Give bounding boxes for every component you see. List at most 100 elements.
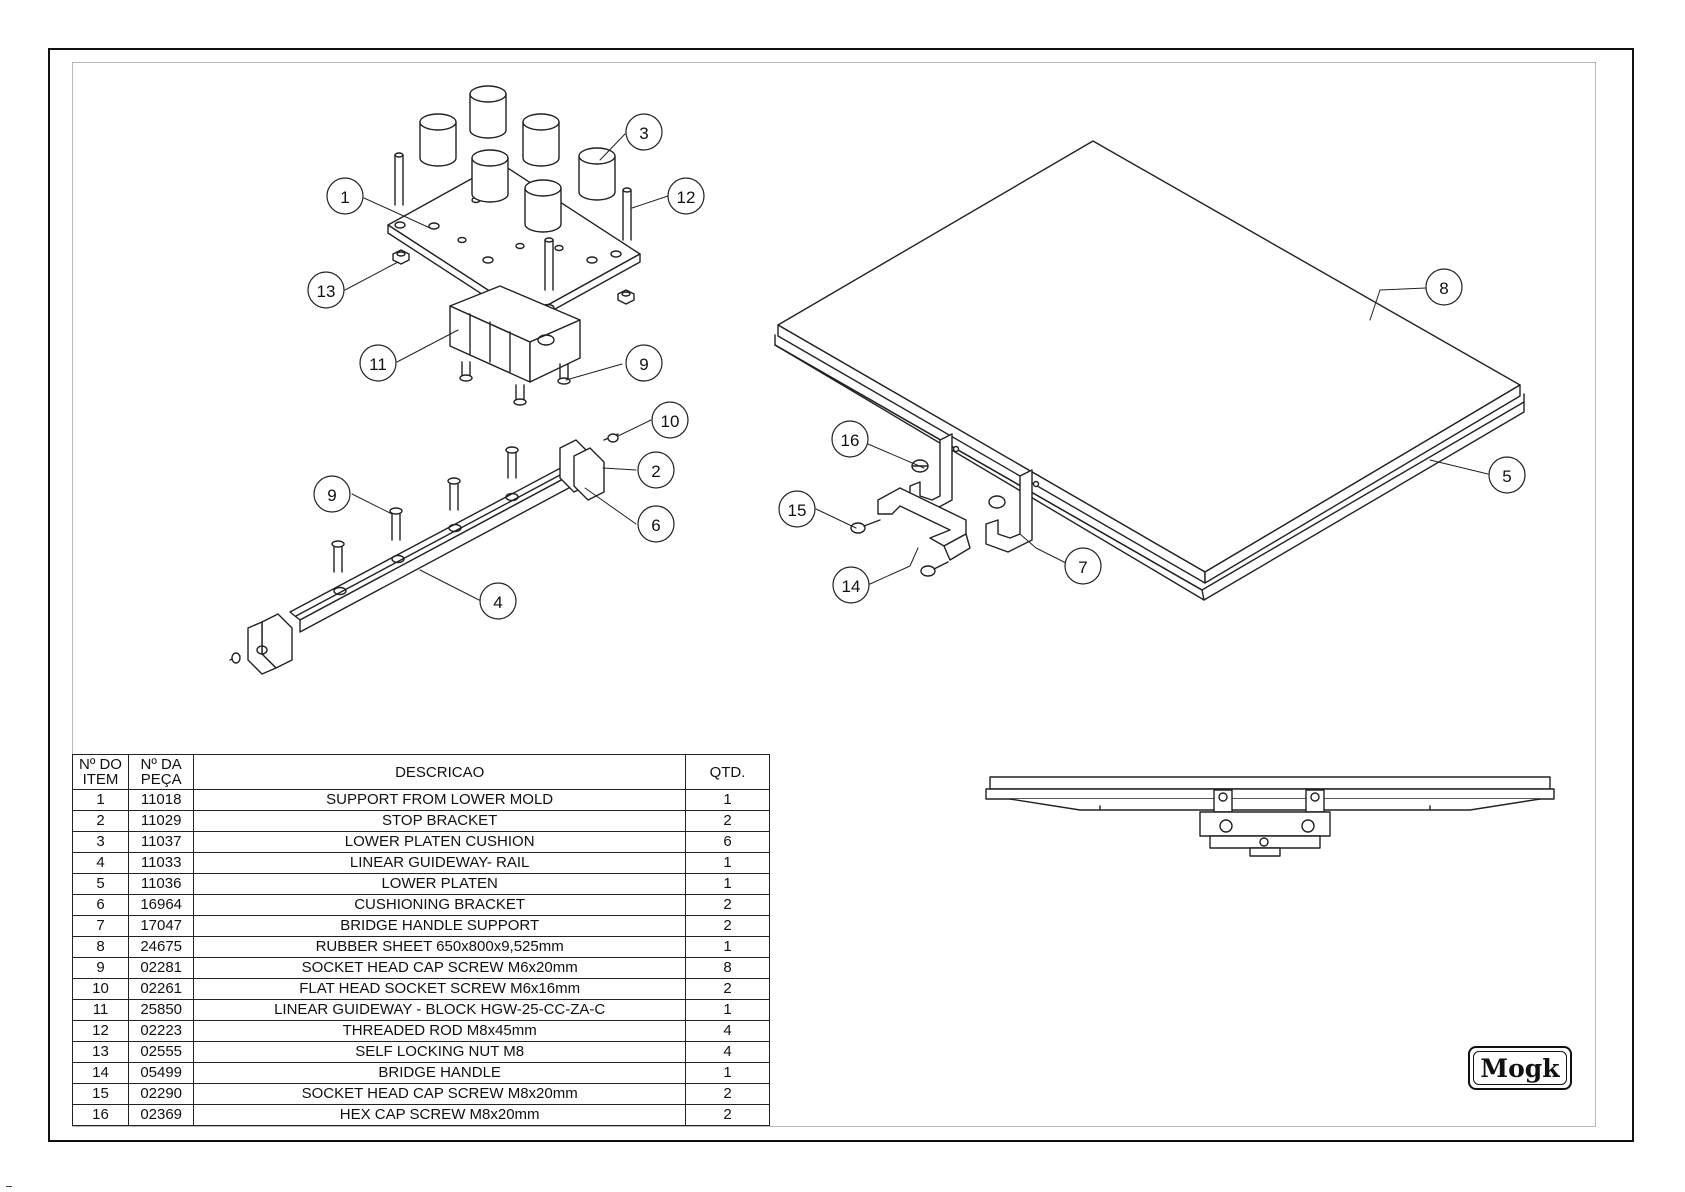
item-number-cell: 10 [72, 978, 129, 1000]
quantity-cell: 1 [684, 1062, 771, 1084]
description-cell: BRIDGE HANDLE [193, 1062, 686, 1084]
quantity-cell: 4 [684, 1020, 771, 1042]
description-cell: BRIDGE HANDLE SUPPORT [193, 915, 686, 937]
part-number-header: Nº DA PEÇA [127, 754, 195, 790]
svg-text:9: 9 [327, 486, 336, 505]
item-number-cell: 11 [72, 999, 129, 1021]
svg-text:13: 13 [317, 282, 336, 301]
drawing-frame-inner [72, 62, 1596, 1127]
svg-text:8: 8 [1439, 279, 1448, 298]
part-number-cell: 02223 [127, 1020, 195, 1042]
description-cell: RUBBER SHEET 650x800x9,525mm [193, 936, 686, 958]
description-cell: SUPPORT FROM LOWER MOLD [193, 789, 686, 811]
quantity-cell: 2 [684, 1104, 771, 1126]
part-number-cell: 24675 [127, 936, 195, 958]
part-number-cell: 05499 [127, 1062, 195, 1084]
description-cell: STOP BRACKET [193, 810, 686, 832]
quantity-cell: 2 [684, 810, 771, 832]
svg-text:4: 4 [493, 593, 502, 612]
description-cell: SOCKET HEAD CAP SCREW M6x20mm [193, 957, 686, 979]
item-number-cell: 8 [72, 936, 129, 958]
quantity-cell: 2 [684, 894, 771, 916]
item-number-cell: 1 [72, 789, 129, 811]
part-number-cell: 17047 [127, 915, 195, 937]
quantity-cell: 2 [684, 1083, 771, 1105]
item-number-cell: 6 [72, 894, 129, 916]
part-number-cell: 02555 [127, 1041, 195, 1063]
brand-logo: Mogk [1468, 1046, 1572, 1090]
item-number-cell: 9 [72, 957, 129, 979]
part-number-cell: 11036 [127, 873, 195, 895]
description-cell: LINEAR GUIDEWAY - BLOCK HGW-25-CC-ZA-C [193, 999, 686, 1021]
item-number-header: Nº DO ITEM [72, 754, 129, 790]
item-number-cell: 2 [72, 810, 129, 832]
quantity-cell: 2 [684, 915, 771, 937]
balloon: 16 [831, 420, 869, 458]
description-cell: LOWER PLATEN [193, 873, 686, 895]
quantity-header: QTD. [684, 754, 771, 790]
item-number-cell: 15 [72, 1083, 129, 1105]
part-number-cell: 11029 [127, 810, 195, 832]
balloon: 5 [1488, 456, 1526, 494]
part-number-cell: 16964 [127, 894, 195, 916]
quantity-cell: 1 [684, 852, 771, 874]
quantity-cell: 6 [684, 831, 771, 853]
description-cell: HEX CAP SCREW M8x20mm [193, 1104, 686, 1126]
quantity-cell: 1 [684, 999, 771, 1021]
quantity-cell: 8 [684, 957, 771, 979]
part-number-cell: 11037 [127, 831, 195, 853]
logo-text: Mogk [1473, 1051, 1567, 1085]
balloon: 15 [778, 490, 816, 528]
svg-text:11: 11 [369, 355, 387, 374]
balloon: 8 [1425, 268, 1463, 306]
svg-text:9: 9 [639, 355, 648, 374]
svg-text:1: 1 [340, 188, 349, 207]
part-number-cell: 11033 [127, 852, 195, 874]
side-view [985, 776, 1555, 857]
balloon: 7 [1064, 547, 1102, 585]
item-number-cell: 12 [72, 1020, 129, 1042]
part-number-cell: 11018 [127, 789, 195, 811]
part-number-cell: 25850 [127, 999, 195, 1021]
support-plate-assembly [387, 85, 641, 406]
drawing-frame-outer [48, 48, 1634, 1142]
bridge-handle-assembly [850, 433, 1040, 577]
corner-mark [6, 1186, 12, 1187]
svg-text:14: 14 [842, 577, 861, 596]
balloon: 10 [651, 401, 689, 439]
part-number-cell: 02281 [127, 957, 195, 979]
part-number-cell: 02261 [127, 978, 195, 1000]
svg-text:2: 2 [651, 462, 660, 481]
quantity-cell: 4 [684, 1041, 771, 1063]
description-cell: THREADED ROD M8x45mm [193, 1020, 686, 1042]
description-cell: FLAT HEAD SOCKET SCREW M6x16mm [193, 978, 686, 1000]
balloon: 4 [479, 582, 517, 620]
item-number-cell: 4 [72, 852, 129, 874]
description-cell: LOWER PLATEN CUSHION [193, 831, 686, 853]
quantity-cell: 1 [684, 936, 771, 958]
balloon: 3 [625, 113, 663, 151]
balloon: 6 [637, 505, 675, 543]
description-cell: SOCKET HEAD CAP SCREW M8x20mm [193, 1083, 686, 1105]
svg-text:15: 15 [788, 501, 807, 520]
item-number-cell: 7 [72, 915, 129, 937]
svg-text:3: 3 [639, 124, 648, 143]
item-number-cell: 5 [72, 873, 129, 895]
